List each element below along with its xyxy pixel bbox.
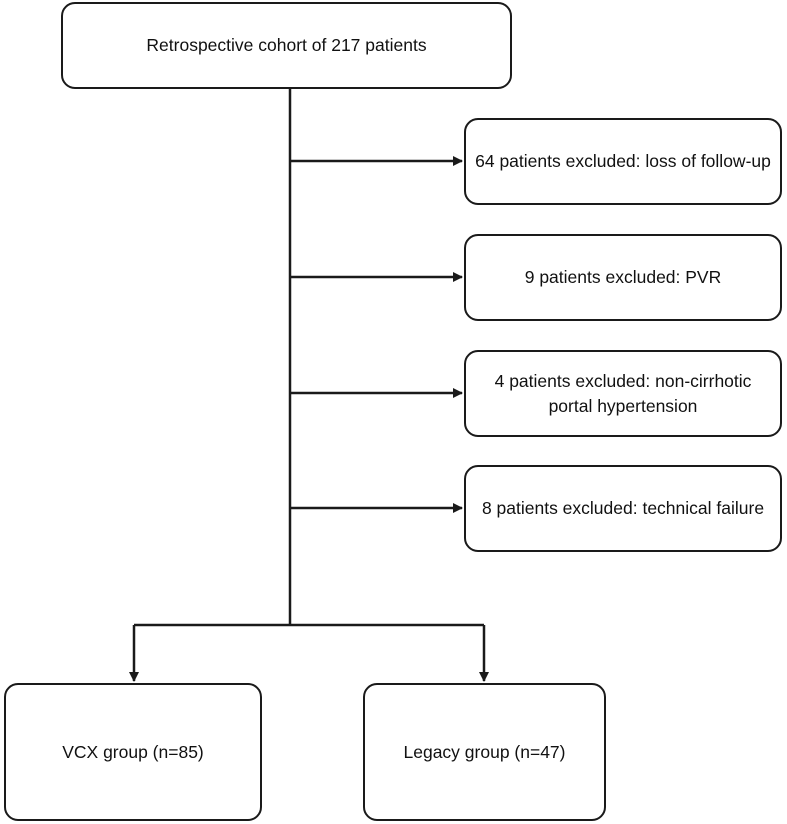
exclusion-box-loss-of-follow-up: 64 patients excluded: loss of follow-up — [464, 118, 782, 205]
cohort-label: Retrospective cohort of 217 patients — [146, 35, 427, 56]
exclusion-label: 9 patients excluded: PVR — [524, 267, 722, 288]
group-label: VCX group (n=85) — [62, 741, 204, 762]
vcx-group-box: VCX group (n=85) — [4, 683, 262, 821]
exclusion-box-technical-failure: 8 patients excluded: technical failure — [464, 465, 782, 552]
cohort-box: Retrospective cohort of 217 patients — [61, 2, 512, 89]
exclusion-label: 64 patients excluded: loss of follow-up — [475, 151, 771, 172]
exclusion-box-non-cirrhotic: 4 patients excluded: non-cirrhotic porta… — [464, 350, 782, 437]
exclusion-label: 4 patients excluded: non-cirrhotic porta… — [494, 371, 752, 416]
group-label: Legacy group (n=47) — [403, 741, 566, 762]
legacy-group-box: Legacy group (n=47) — [363, 683, 606, 821]
exclusion-box-pvr: 9 patients excluded: PVR — [464, 234, 782, 321]
exclusion-label: 8 patients excluded: technical failure — [481, 498, 765, 519]
